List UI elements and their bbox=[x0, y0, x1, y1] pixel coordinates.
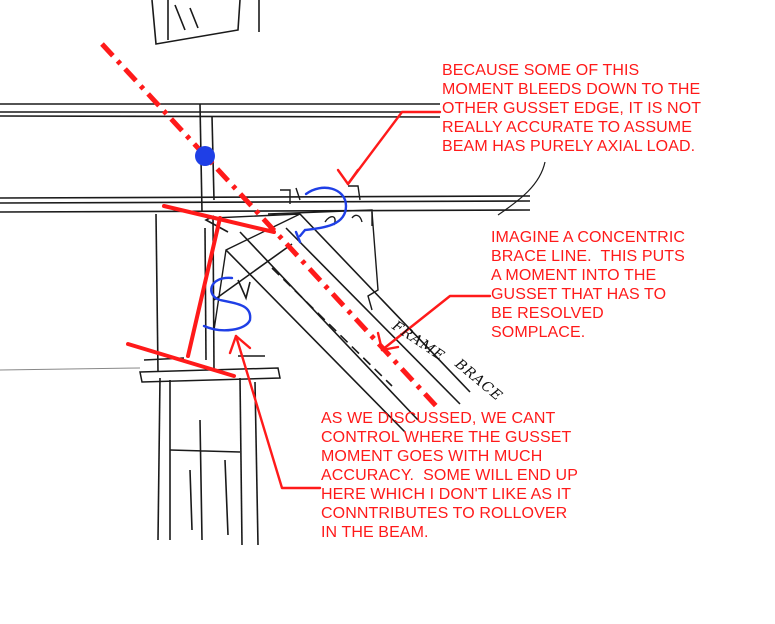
upper-column-stub bbox=[151, 0, 260, 45]
moment-curl-markers bbox=[202, 186, 348, 332]
gusset-outline bbox=[212, 213, 301, 331]
lower-column bbox=[155, 213, 259, 546]
base-plate bbox=[0, 355, 281, 383]
gusset-top-plate bbox=[267, 185, 379, 311]
axial-load-note: BECAUSE SOME OF THIS MOMENT BLEEDS DOWN … bbox=[442, 62, 702, 155]
gusset-moment-note: AS WE DISCUSSED, WE CANT CONTROL WHERE T… bbox=[321, 410, 578, 541]
brace-member bbox=[204, 213, 471, 433]
beam-leader-line bbox=[497, 161, 546, 216]
annotation-arrows bbox=[228, 110, 492, 490]
gusset-markup bbox=[126, 204, 276, 378]
work-point-dot bbox=[195, 146, 215, 166]
concentric-brace-note: IMAGINE A CONCENTRIC BRACE LINE. THIS PU… bbox=[491, 229, 686, 341]
